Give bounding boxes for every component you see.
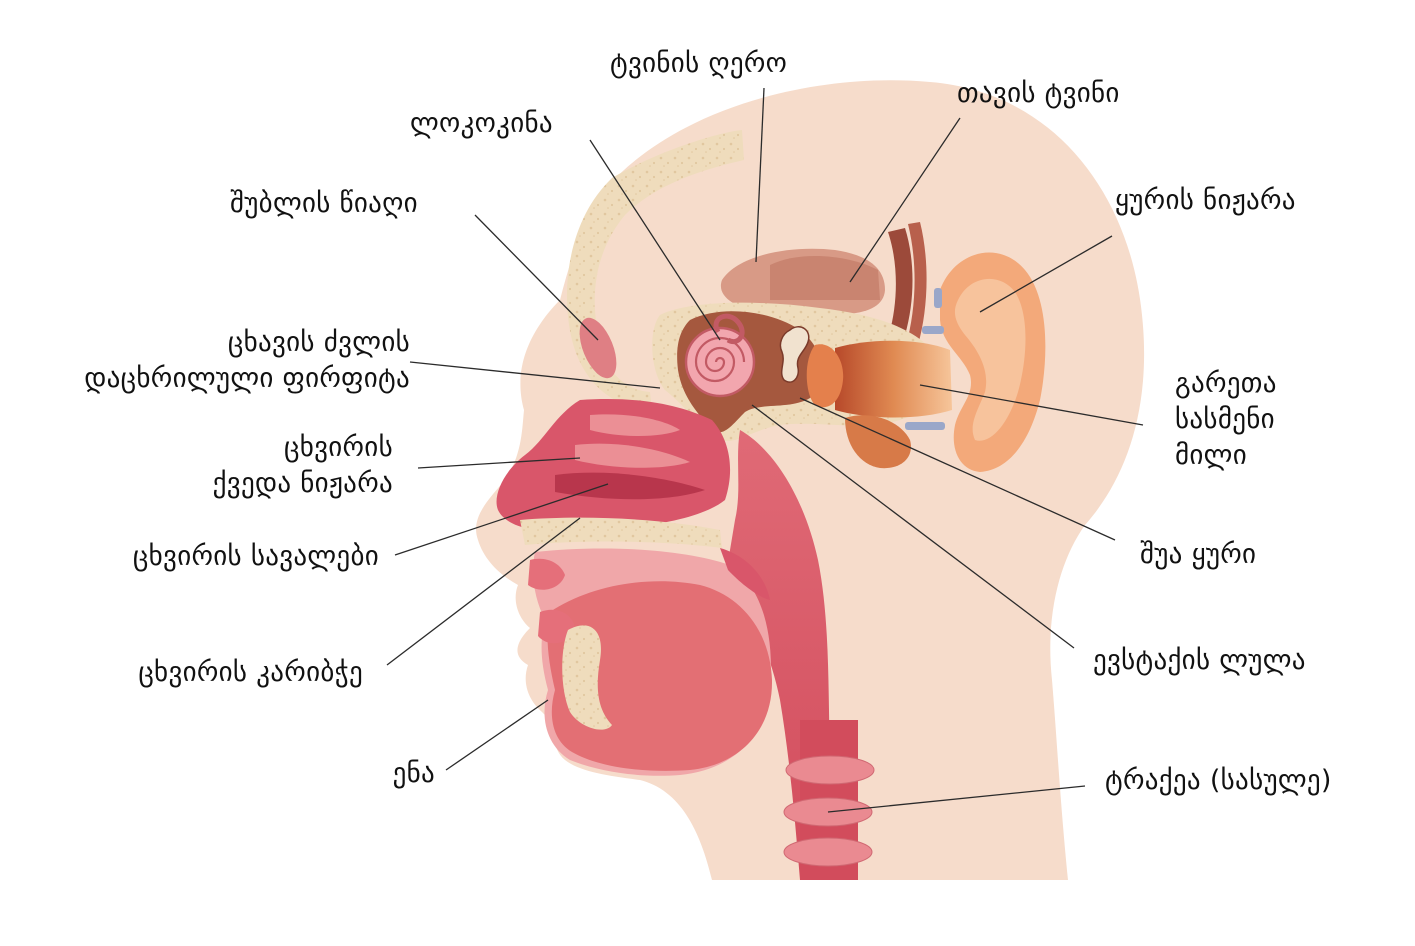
label-brain: თავის ტვინი xyxy=(957,78,1120,109)
label-canal-line-1: გარეთა xyxy=(1175,368,1277,399)
label-cribriform-line-2: დაცხრილული ფირფიტა xyxy=(84,363,410,394)
leader-turbinate xyxy=(417,457,581,469)
label-canal-line-2: სასმენი xyxy=(1175,404,1275,435)
trachea-ring-1 xyxy=(785,755,875,785)
label-pinna: ყურის ნიჟარა xyxy=(1115,185,1296,216)
brain-cerebrum xyxy=(770,255,880,300)
brain-layers xyxy=(888,228,913,338)
label-frontal-sinus: შუბლის წიაღი xyxy=(230,188,418,219)
semicircular-canals xyxy=(713,313,745,344)
ear-cartilage-3 xyxy=(905,422,945,430)
leader-brain xyxy=(849,117,961,283)
skull-bone xyxy=(566,130,744,410)
leader-canal xyxy=(919,384,1144,426)
label-nasal-passages: ცხვირის სავალები xyxy=(132,541,379,572)
leader-pinna xyxy=(979,235,1113,313)
label-canal-line-3: მილი xyxy=(1175,440,1247,471)
cochlea-spiral xyxy=(694,336,746,383)
label-trachea: ტრაქეა (სასულე) xyxy=(1105,765,1332,796)
nasal-turbinate-lower xyxy=(555,472,705,500)
ear-cartilage-1 xyxy=(934,288,942,308)
lip-lower xyxy=(538,609,575,644)
leader-cochlea xyxy=(589,139,721,341)
leader-cribriform xyxy=(409,361,661,389)
trachea-ring-3 xyxy=(783,837,873,867)
nasal-turbinate-upper xyxy=(590,414,680,436)
brain-layers-outer xyxy=(906,222,927,345)
nasal-turbinate-middle xyxy=(575,443,690,468)
label-cribriform-line-1: ცხავის ძვლის xyxy=(227,327,410,358)
label-turbinate-line-2: ქვედა ნიჟარა xyxy=(212,468,393,499)
label-eustachian-tube: ევსტაქის ლულა xyxy=(1093,645,1306,676)
ear-cartilage-2 xyxy=(922,326,944,334)
label-inferior-turbinate: ცხვირის ქვედა ნიჟარა xyxy=(213,430,393,502)
mastoid-region xyxy=(845,415,911,469)
leader-vestibule xyxy=(386,517,581,666)
leader-brainstem xyxy=(755,87,765,263)
label-cribriform-plate: ცხავის ძვლის დაცხრილული ფირფიტა xyxy=(84,325,410,397)
leader-tongue xyxy=(445,699,549,771)
label-nasal-vestibule: ცხვირის კარიბჭე xyxy=(138,657,363,688)
label-ear-canal: გარეთა სასმენი მილი xyxy=(1175,366,1277,474)
ear-canal xyxy=(835,340,952,418)
lip-upper xyxy=(528,558,565,590)
label-brainstem: ტვინის ღერო xyxy=(610,48,788,79)
frontal-sinus xyxy=(579,317,617,379)
leader-eustachian xyxy=(751,404,1075,649)
label-cochlea: ლოკოკინა xyxy=(410,108,553,139)
leader-middle-ear xyxy=(799,397,1116,541)
mandible xyxy=(562,625,612,730)
label-turbinate-line-1: ცხვირის xyxy=(283,432,393,463)
soft-palate xyxy=(720,548,770,600)
ossicles xyxy=(779,326,810,383)
label-middle-ear: შუა ყური xyxy=(1140,539,1257,570)
leader-trachea xyxy=(827,785,1086,813)
label-tongue: ენა xyxy=(392,758,435,789)
leader-frontal xyxy=(474,214,599,341)
middle-ear-chamber xyxy=(806,344,844,408)
leader-passages xyxy=(394,483,609,556)
